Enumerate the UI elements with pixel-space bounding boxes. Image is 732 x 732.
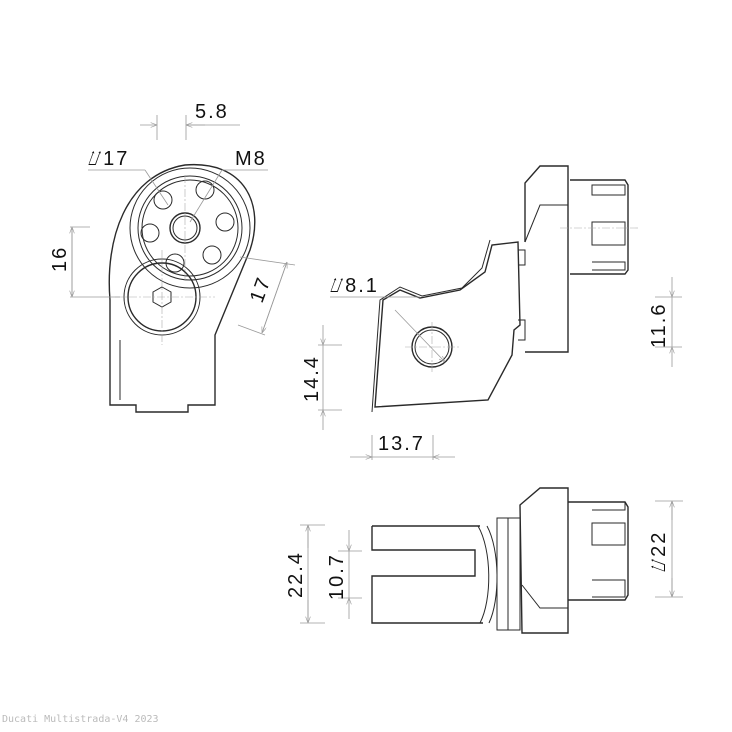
side-dimensions: ⌰8.1 14.4 13.7 11.6 [301,275,682,460]
dim-11-6: 11.6 [648,303,670,348]
dim-dia-17: ⌰17 [88,148,129,170]
dim-14-4: 14.4 [301,355,323,402]
top-view [371,487,629,634]
dim-22-4: 22.4 [285,551,307,598]
caption: Ducati Multistrada-V4 2023 [2,714,159,725]
dim-dia-8-1: ⌰8.1 [330,275,379,297]
dim-10-7: 10.7 [326,553,348,600]
front-view [108,164,256,413]
dim-16: 16 [49,246,71,272]
dim-13-7: 13.7 [378,433,425,455]
dim-m8: M8 [235,148,267,170]
dim-dia-22: ⌰22 [648,531,670,572]
dim-5-8: 5.8 [195,101,229,123]
dim-17: 17 [246,274,276,306]
bolt-holes [140,180,235,273]
top-dimensions: 22.4 10.7 ⌰22 [285,500,683,624]
side-view [371,165,640,413]
front-dimensions: 5.8 ⌰17 M8 16 17 [49,101,296,336]
